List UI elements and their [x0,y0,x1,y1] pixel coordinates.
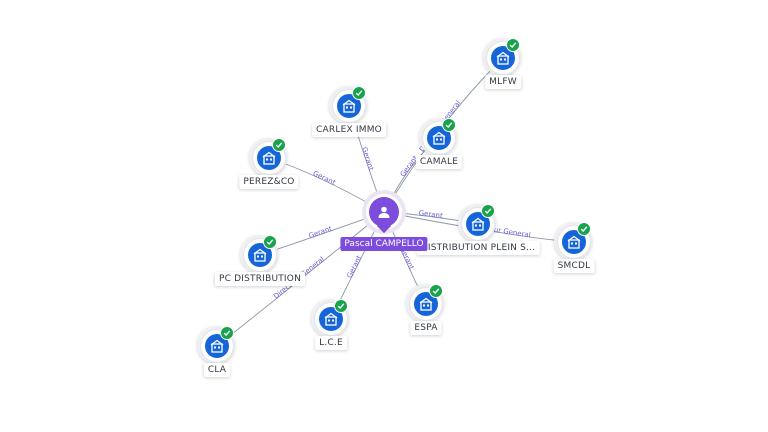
building-icon [253,248,267,262]
company-label-espa: ESPA [410,321,442,335]
verified-check-icon [506,38,520,52]
verified-check-icon [352,86,366,100]
verified-check-icon [429,284,443,298]
company-label-pcdist: PC DISTRIBUTION [214,272,306,286]
company-node-mlfw[interactable] [483,38,521,76]
verified-check-icon [577,222,591,236]
relation-label-perez: Gerant [311,169,336,187]
node-disc [466,212,490,236]
building-icon [419,297,433,311]
verified-check-icon [481,204,495,218]
company-label-mlfw: MLFW [485,75,521,89]
building-icon [262,151,276,165]
center-person-label: Pascal CAMPELLO [340,237,428,251]
person-icon [378,206,390,218]
company-label-carlex: CARLEX IMMO [312,123,386,137]
company-node-camale[interactable] [419,118,457,156]
company-node-carlex[interactable] [329,86,367,124]
building-icon [210,339,224,353]
building-icon [324,312,338,326]
company-label-cla: CLA [203,363,231,377]
company-label-perez: PEREZ&CO [239,175,299,189]
company-node-lce[interactable] [311,299,349,337]
verified-check-icon [442,118,456,132]
company-node-distplein[interactable] [458,204,496,242]
verified-check-icon [334,299,348,313]
company-node-cla[interactable] [197,326,235,364]
company-node-espa[interactable] [406,284,444,322]
company-label-distplein: DISTRIBUTION PLEIN S... [416,241,540,255]
relation-label-carlex: Gerant [360,146,375,172]
company-label-camale: CAMALE [415,155,463,169]
verified-check-icon [263,235,277,249]
building-icon [471,217,485,231]
verified-check-icon [272,138,286,152]
company-node-smcdl[interactable] [554,222,592,260]
company-label-lce: L.C.E [315,336,347,350]
relation-label-lce: Gerant [346,254,364,279]
building-icon [432,131,446,145]
relation-label-distplein: Gerant [418,209,443,220]
company-node-pcdist[interactable] [240,235,278,273]
building-icon [496,51,510,65]
verified-check-icon [220,326,234,340]
building-icon [567,235,581,249]
company-label-smcdl: SMCDL [553,259,595,273]
building-icon [342,99,356,113]
company-node-perez[interactable] [249,138,287,176]
relation-label-pcdist: Gerant [308,225,334,241]
center-person-node[interactable] [369,197,399,234]
